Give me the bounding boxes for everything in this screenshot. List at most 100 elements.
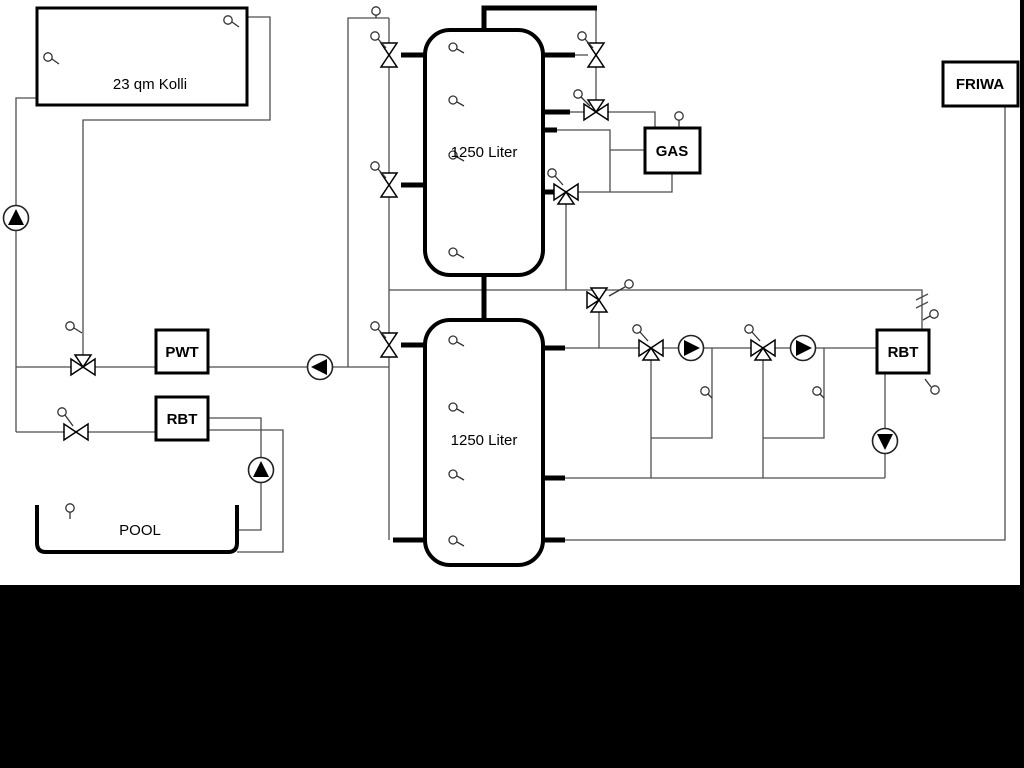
pump-rbt-right [871, 427, 899, 455]
solar-collector-box [35, 6, 249, 107]
tank2-label: 1250 Liter [451, 432, 518, 449]
sensor-collector-left [43, 52, 60, 65]
capillary-ticks [915, 293, 929, 309]
valve-actuator-icon [57, 407, 67, 417]
pump-direction-right [796, 340, 812, 356]
rbt-left-label: RBT [167, 411, 198, 428]
pipe-mid-horizontal [389, 289, 923, 330]
sensor-gas-top [674, 111, 684, 127]
valve-icon [638, 338, 653, 358]
valve-icon [753, 346, 773, 361]
valve-actuator-icon [370, 161, 380, 171]
valve-icon [553, 182, 568, 202]
valve-icon [74, 422, 89, 442]
collector-label: 23 qm Kolli [113, 76, 187, 93]
rbt-right-label: RBT [888, 344, 919, 361]
actuator-stem [639, 331, 649, 342]
pump-heating-circuit-1 [677, 334, 705, 362]
pump-direction-left [311, 359, 327, 375]
valve-icon [379, 343, 399, 358]
actuator-stem [580, 96, 591, 107]
pump-direction-up [253, 461, 269, 477]
valve-actuator-icon [744, 324, 754, 334]
valve-icon [70, 357, 85, 377]
sensor-collector-supply [65, 321, 83, 334]
valve-actuator-icon [632, 324, 642, 334]
friwa-label: FRIWA [956, 76, 1004, 93]
pump-direction-up [8, 209, 24, 225]
valve-actuator-icon [577, 31, 587, 41]
valve-icon [589, 298, 609, 313]
valve-tank1-top-left [370, 31, 399, 68]
valve-tank1-return [547, 168, 579, 205]
pipe-collector-supply [82, 16, 271, 355]
pipe-bypass [347, 17, 389, 367]
valve-icon [564, 182, 579, 202]
actuator-stem [377, 38, 387, 49]
pipe-circuit1-loop [651, 348, 713, 439]
valve-collector-rbt [57, 407, 89, 442]
valve-icon [583, 102, 598, 122]
pipes-thick [393, 5, 597, 543]
sensor-circuit-2 [812, 386, 825, 399]
rbt-right-box [875, 328, 931, 375]
pump-pwt-loop [306, 353, 334, 381]
pipes-thin [15, 8, 1006, 553]
sensor-tank2 [448, 335, 465, 547]
pipe-friwa [565, 106, 1006, 541]
valve-gas-mixing [573, 89, 609, 122]
valve-tank2-top-left [370, 321, 399, 358]
valve-tank1-mid-left [370, 161, 399, 198]
pump-pool [247, 456, 275, 484]
valve-icon [586, 290, 601, 310]
pipe-gas-top [608, 111, 656, 128]
valve-icon [641, 346, 661, 361]
pipe-circuit2-loop [763, 348, 825, 439]
sensor-tank1 [448, 42, 465, 259]
actuator-stem [377, 168, 387, 179]
valve-icon [750, 338, 765, 358]
buffer-tank-2 [423, 318, 545, 567]
valve-icon [586, 99, 606, 114]
sensors [43, 6, 940, 547]
actuator-stem [377, 328, 387, 339]
valve-icon [73, 354, 93, 369]
valve-icon [586, 53, 606, 68]
actuator-stem [584, 38, 594, 49]
pipe-pool-return [208, 429, 284, 553]
valve-tank1-top-right [577, 31, 606, 68]
pwt-label: PWT [165, 344, 198, 361]
pipe-collector-return [15, 97, 37, 432]
actuator-stem [608, 286, 626, 297]
pipe-gas-supply [557, 129, 611, 192]
pool-label: POOL [119, 522, 161, 539]
rbt-left-box [154, 395, 210, 442]
valve-actuator-icon [370, 31, 380, 41]
pipe-tank-top-header [481, 5, 597, 30]
pump-direction-down [877, 434, 893, 450]
valve-collector-pwt [70, 354, 96, 377]
gas-boiler-box [643, 126, 702, 175]
sensor-circuit-1 [700, 386, 713, 399]
valve-icon [589, 287, 609, 302]
friwa-box [941, 60, 1020, 108]
valve-actuator-icon [370, 321, 380, 331]
valve-icon [63, 422, 78, 442]
actuator-stem [554, 175, 564, 186]
valve-actuator-icon [624, 279, 634, 289]
pipe-gas-return [610, 173, 673, 193]
pwt-box [154, 328, 210, 375]
tank1-label: 1250 Liter [451, 144, 518, 161]
valve-actuator-icon [573, 89, 583, 99]
actuator-stem [751, 331, 761, 342]
valve-icon [761, 338, 776, 358]
gas-label: GAS [656, 143, 689, 160]
valve-icon [649, 338, 664, 358]
sensor-collector-top [223, 15, 240, 28]
valve-icon [81, 357, 96, 377]
valve-icon [594, 102, 609, 122]
valve-icon [556, 190, 576, 205]
pump-direction-right [684, 340, 700, 356]
